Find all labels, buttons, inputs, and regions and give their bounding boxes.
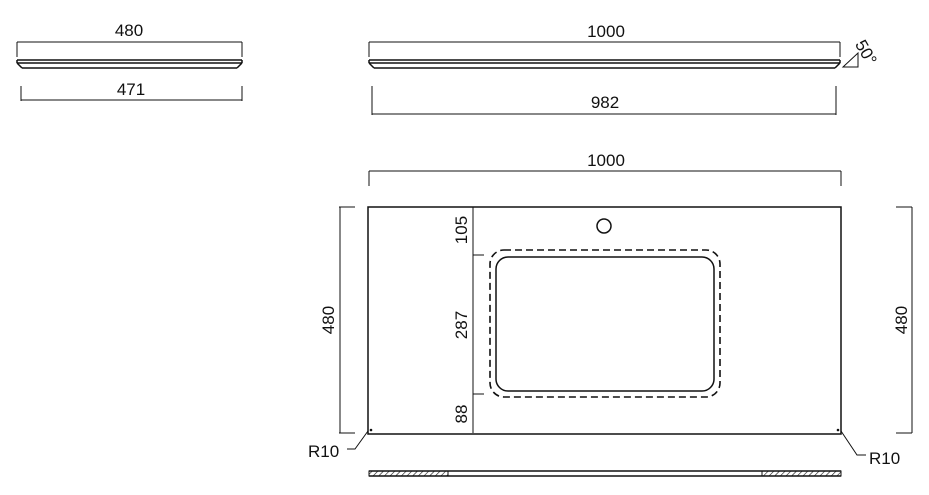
dimension-label-982: 982: [591, 93, 619, 112]
dimension-label-88: 88: [452, 405, 471, 424]
corner-point-left: [369, 428, 373, 432]
side-view-large: 1000 50° 982: [368, 22, 881, 115]
dimension-height-right: 480: [892, 206, 913, 434]
radius-label-left: R10: [308, 442, 339, 461]
dimension-basin-offsets: 105 287 88: [452, 207, 484, 433]
dimension-label-1000-side: 1000: [587, 22, 625, 41]
dimension-label-105: 105: [452, 216, 471, 244]
radius-callout-right: R10: [840, 430, 900, 468]
countertop-outline: [367, 206, 842, 435]
radius-label-right: R10: [869, 449, 900, 468]
radius-callout-left: R10: [308, 430, 369, 461]
dimension-label-angle: 50°: [851, 37, 880, 69]
dimension-overall-width: 1000: [368, 151, 842, 186]
basin-outer-dashed: [489, 249, 721, 398]
profile-outline-large: [368, 59, 841, 69]
dimension-bottom-982: 982: [371, 86, 837, 115]
side-view-small: 480 471: [16, 21, 243, 101]
corner-point-right: [836, 428, 840, 432]
dimension-label-471: 471: [117, 80, 145, 99]
profile-outline-small: [16, 59, 243, 69]
dimension-label-480-right: 480: [892, 306, 911, 334]
dimension-height-left: 480: [319, 206, 355, 434]
dimension-label-480-left: 480: [319, 306, 338, 334]
dimension-label-1000-plan: 1000: [587, 151, 625, 170]
tap-hole: [596, 218, 612, 234]
dimension-label-480-top: 480: [115, 21, 143, 40]
bevel-angle-marker: 50°: [841, 37, 881, 69]
dimension-top-1000: 1000: [368, 22, 841, 57]
edge-profile-bottom: [368, 470, 842, 477]
basin-inner-outline: [495, 256, 715, 392]
plan-view: 1000 480 480 105 287 88: [308, 151, 913, 477]
dimension-bottom-471: 471: [20, 80, 243, 101]
dimension-top-480: 480: [16, 21, 243, 57]
dimension-label-287: 287: [452, 311, 471, 339]
